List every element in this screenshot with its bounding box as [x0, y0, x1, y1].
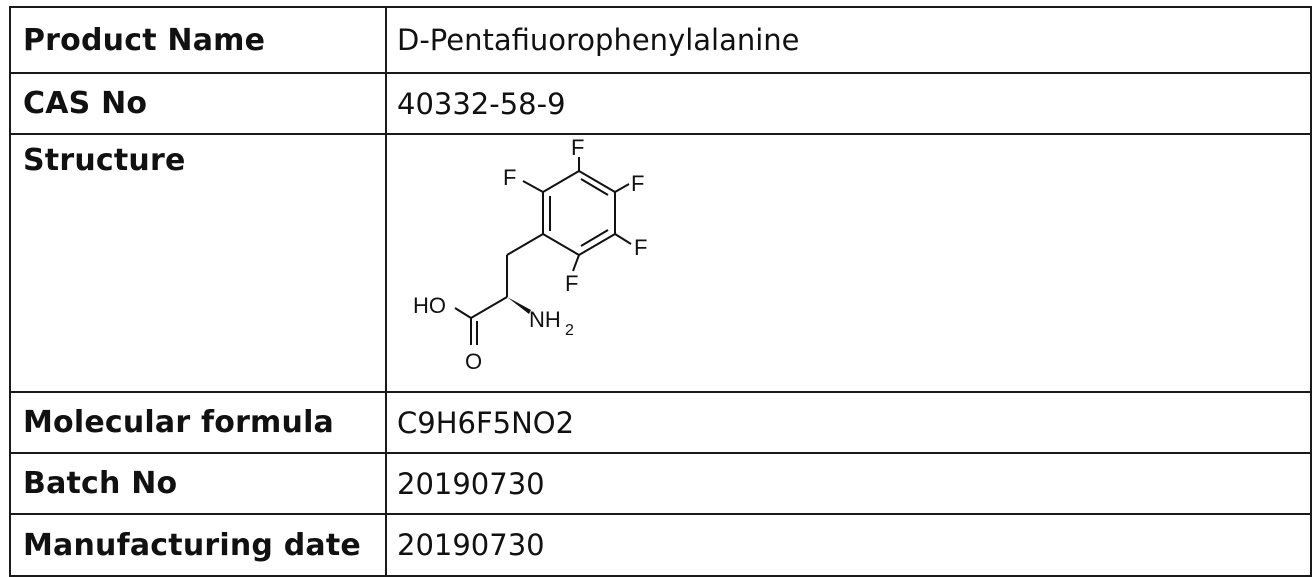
atom-f-bottom: F — [565, 271, 578, 296]
batch-no-label: Batch No — [9, 452, 387, 515]
cas-no-label: CAS No — [9, 72, 387, 135]
product-name-label: Product Name — [9, 6, 387, 74]
atom-nh-subscript: 2 — [565, 322, 574, 339]
product-spec-table: Product Name D-Pentafiuorophenylalanine … — [9, 6, 1312, 577]
cas-no-value: 40332-58-9 — [385, 72, 1312, 135]
table-row: Product Name D-Pentafiuorophenylalanine — [9, 6, 1312, 74]
manufacturing-date-value: 20190730 — [385, 513, 1312, 577]
table-row: Structure — [9, 133, 1312, 393]
atom-f-lower-right: F — [634, 235, 647, 260]
batch-no-value: 20190730 — [385, 452, 1312, 515]
atom-f-left: F — [503, 165, 516, 190]
product-name-value: D-Pentafiuorophenylalanine — [385, 6, 1312, 74]
atom-o: O — [465, 349, 482, 374]
table-row: Molecular formula C9H6F5NO2 — [9, 391, 1312, 454]
table-row: Batch No 20190730 — [9, 452, 1312, 515]
molecular-formula-label: Molecular formula — [9, 391, 387, 454]
atom-ho: HO — [413, 293, 446, 318]
manufacturing-date-label: Manufacturing date — [9, 513, 387, 577]
atom-f-top: F — [571, 135, 584, 160]
table-row: Manufacturing date 20190730 — [9, 513, 1312, 577]
molecule-svg: F F F F F HO NH 2 O — [413, 135, 647, 374]
structure-diagram: F F F F F HO NH 2 O — [403, 135, 703, 383]
structure-cell: F F F F F HO NH 2 O — [385, 133, 1312, 393]
molecular-formula-value: C9H6F5NO2 — [385, 391, 1312, 454]
table-row: CAS No 40332-58-9 — [9, 72, 1312, 135]
structure-label: Structure — [9, 133, 387, 393]
atom-f-right: F — [631, 171, 644, 196]
atom-nh: NH — [529, 307, 561, 332]
